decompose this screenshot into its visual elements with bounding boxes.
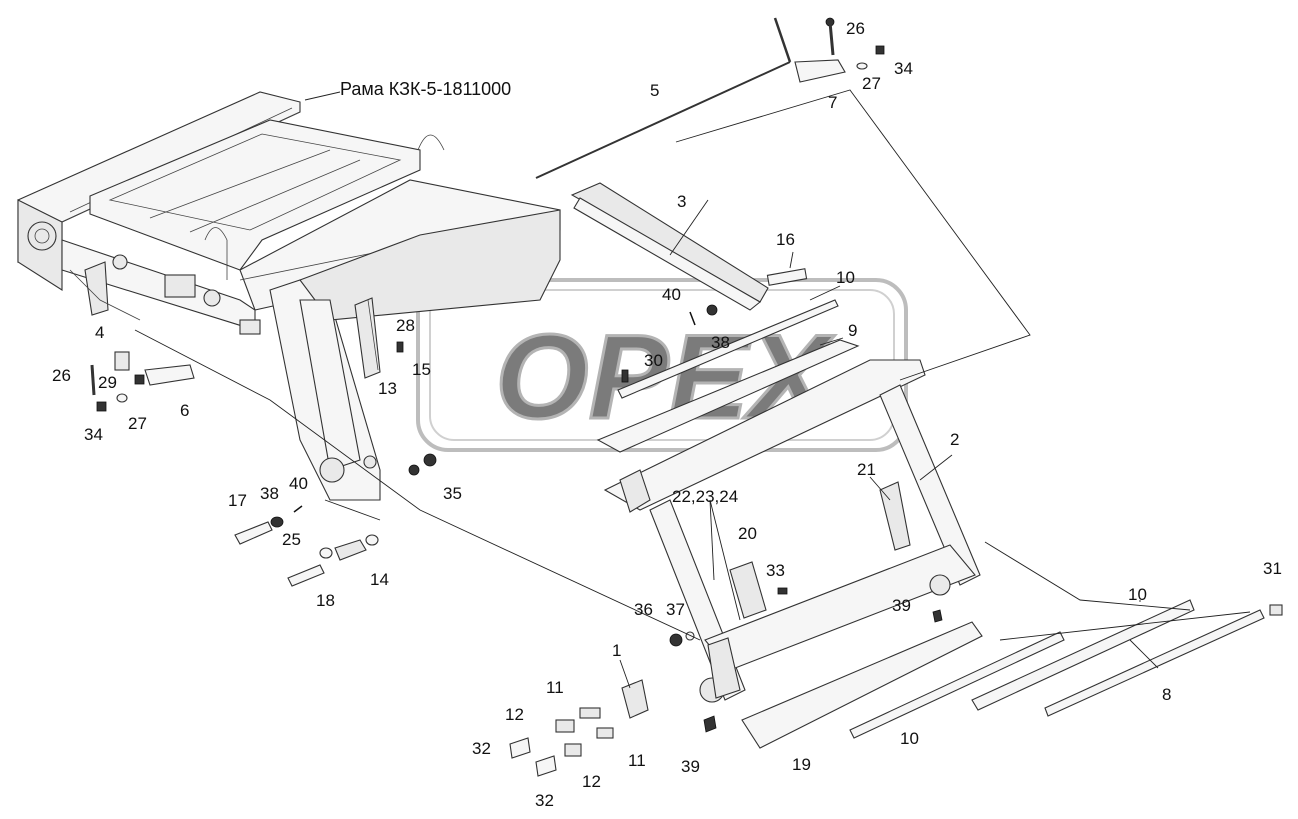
callout-13: 13	[378, 379, 397, 398]
callout-36: 36	[634, 600, 653, 619]
callout-35: 35	[443, 484, 462, 503]
rod-5	[535, 17, 885, 179]
callout-30: 30	[644, 351, 663, 370]
callout-38-a: 38	[260, 484, 279, 503]
callout-22-23-24: 22,23,24	[672, 487, 738, 506]
callout-4: 4	[95, 323, 104, 342]
callout-29: 29	[98, 373, 117, 392]
callout-16: 16	[776, 230, 795, 249]
callout-11-b: 11	[628, 751, 646, 770]
guide-lines	[134, 89, 1251, 641]
callout-11-a: 11	[546, 678, 564, 697]
callout-labels: 1 2 3 4 5 6 7 8 9 10 10 10 10 11 11 12 1…	[52, 19, 1282, 810]
frame-title: Рама КЗК-5-1811000	[340, 79, 511, 99]
callout-34-a: 34	[894, 59, 913, 78]
callout-10-b: 10	[900, 729, 919, 748]
callout-5: 5	[650, 81, 659, 100]
callout-14: 14	[370, 570, 389, 589]
callout-1: 1	[612, 641, 621, 660]
callout-33: 33	[766, 561, 785, 580]
callout-32-b: 32	[535, 791, 554, 810]
hardware	[90, 311, 1283, 777]
callout-21: 21	[857, 460, 876, 479]
callout-32-a: 32	[472, 739, 491, 758]
callout-17: 17	[228, 491, 247, 510]
callout-25: 25	[282, 530, 301, 549]
callout-3: 3	[677, 192, 686, 211]
callout-27-a: 27	[862, 74, 881, 93]
callout-2: 2	[950, 430, 959, 449]
main-frame	[17, 91, 561, 501]
callout-39-a: 39	[892, 596, 911, 615]
callout-8: 8	[1162, 685, 1171, 704]
callout-9: 9	[848, 321, 857, 340]
callout-26-b: 26	[52, 366, 71, 385]
callout-12-b: 12	[582, 772, 601, 791]
callout-38-b: 38	[711, 333, 730, 352]
callout-40-a: 40	[289, 474, 308, 493]
callout-18: 18	[316, 591, 335, 610]
callout-19: 19	[792, 755, 811, 774]
callout-12-a: 12	[505, 705, 524, 724]
part-3-beam	[570, 182, 808, 316]
callout-6: 6	[180, 401, 189, 420]
leader-lines	[304, 91, 1159, 689]
lower-strips	[741, 599, 1265, 749]
callout-39-b: 39	[681, 757, 700, 776]
callout-37: 37	[666, 600, 685, 619]
callout-10-c: 10	[1128, 585, 1147, 604]
callout-34-b: 34	[84, 425, 103, 444]
callout-31: 31	[1263, 559, 1282, 578]
callout-20: 20	[738, 524, 757, 543]
callout-27-b: 27	[128, 414, 147, 433]
callout-15: 15	[412, 360, 431, 379]
secondary-frame-2	[603, 359, 981, 703]
callout-28: 28	[396, 316, 415, 335]
callout-26-a: 26	[846, 19, 865, 38]
sheets-9-10	[596, 299, 860, 453]
callout-10-a: 10	[836, 268, 855, 287]
callout-7: 7	[828, 93, 837, 112]
callout-40-b: 40	[662, 285, 681, 304]
